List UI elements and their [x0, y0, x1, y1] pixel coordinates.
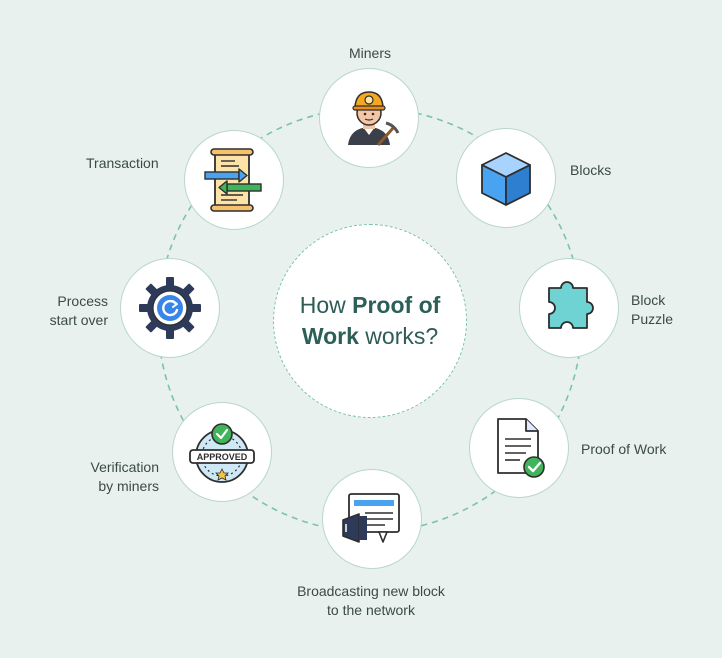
- gear-refresh-icon: [139, 277, 201, 339]
- step-proof-of-work-label: Proof of Work: [581, 441, 667, 457]
- puzzle-piece-icon: [548, 281, 594, 329]
- document-check-icon: [497, 418, 545, 478]
- step-transaction-label: Transaction: [86, 155, 159, 171]
- step-broadcasting-label: Broadcasting new block to the network: [297, 583, 445, 618]
- step-verification: APPROVED: [172, 402, 272, 502]
- step-miners: [319, 68, 419, 168]
- step-process-start-over-label: Process start over: [49, 293, 108, 328]
- broadcast-megaphone-icon: [342, 493, 400, 543]
- step-transaction: [184, 130, 284, 230]
- miner-icon: [348, 91, 400, 146]
- step-process-start-over: [120, 258, 220, 358]
- step-blocks: [456, 128, 556, 228]
- approved-badge-icon: APPROVED: [189, 423, 255, 483]
- cube-icon: [481, 152, 531, 206]
- step-proof-of-work: [469, 398, 569, 498]
- step-verification-label: Verification by miners: [90, 459, 159, 494]
- svg-text:APPROVED: APPROVED: [197, 452, 248, 462]
- step-blocks-label: Blocks: [570, 162, 612, 178]
- step-broadcasting: [322, 469, 422, 569]
- transaction-scroll-icon: [204, 148, 262, 212]
- step-miners-label: Miners: [348, 45, 391, 61]
- step-block-puzzle-label: Block Puzzle: [631, 292, 674, 327]
- step-block-puzzle: [519, 258, 619, 358]
